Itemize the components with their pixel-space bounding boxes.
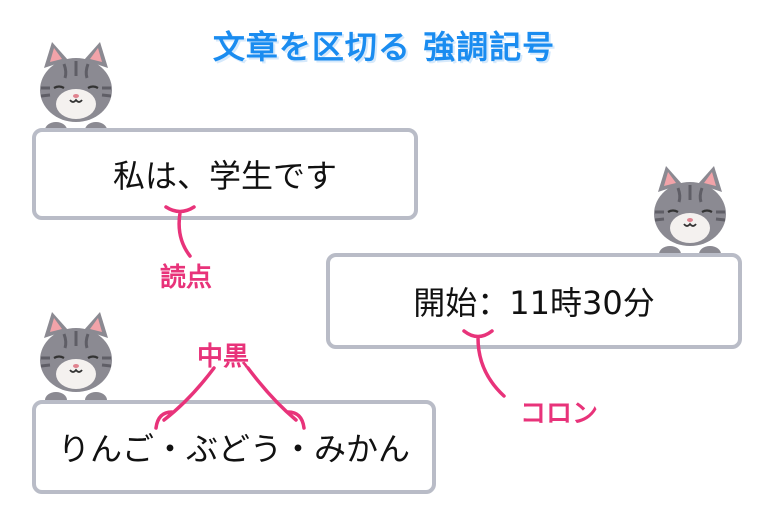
label-touten: 読点 [160, 263, 213, 293]
example-text: 開始：11時30分 [413, 284, 655, 322]
label-colon: コロン [520, 399, 599, 429]
example-text: 私は、学生です [112, 157, 337, 195]
page-title: 文章を区切る 強調記号 [212, 28, 556, 66]
label-nakaguro: 中黒 [197, 342, 250, 372]
example-text: りんご・ぶどう・みかん [57, 430, 410, 468]
example-box-colon: 開始：11時30分 [326, 253, 742, 349]
example-box-nakaguro: りんご・ぶどう・みかん [32, 400, 436, 494]
cat-icon [40, 312, 112, 408]
example-box-touten: 私は、学生です [32, 128, 418, 220]
